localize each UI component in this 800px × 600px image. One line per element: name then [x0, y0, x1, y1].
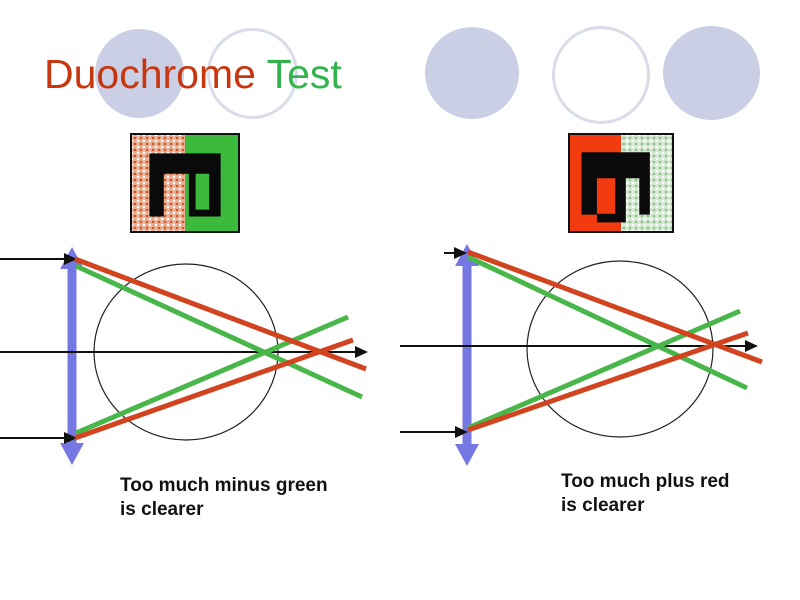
lens-arrowhead-down: [60, 443, 84, 465]
ray-diagram-left: [0, 247, 368, 465]
incoming-arrowhead-bottom: [64, 432, 77, 444]
decor-circle-filled-1: [95, 29, 184, 118]
duochrome-target-right: [568, 133, 674, 233]
axis-arrowhead: [745, 340, 758, 352]
decor-circle-filled-3: [663, 26, 760, 120]
incoming-arrowhead-top: [454, 247, 467, 259]
optotype-e-icon: [149, 153, 221, 217]
lens-arrowhead-down: [455, 444, 479, 466]
caption-right-line2: is clearer: [561, 495, 645, 516]
caption-right: Too much plus red is clearer: [561, 470, 730, 518]
green-ray-lower: [467, 308, 741, 431]
caption-left: Too much minus green is clearer: [120, 474, 328, 522]
title-word-test: Test: [266, 51, 342, 97]
green-ray-upper: [74, 263, 364, 400]
decor-circle-outlined-1: [207, 28, 298, 119]
axis-arrowhead: [355, 346, 368, 358]
red-ray-lower: [467, 330, 749, 433]
decor-circle-filled-2: [425, 27, 519, 119]
optotype-e-shape: [581, 152, 650, 223]
incoming-arrowhead-top: [64, 253, 77, 265]
red-ray-lower: [74, 337, 354, 441]
caption-right-line1: Too much plus red: [561, 471, 730, 492]
eye-circle: [526, 260, 714, 438]
caption-left-line1: Too much minus green: [120, 475, 328, 496]
optotype-e-icon: [581, 152, 650, 223]
duochrome-target-left: [130, 133, 240, 233]
ray-diagram-right: [400, 244, 763, 466]
optotype-e-shape: [149, 153, 221, 217]
green-ray-upper: [466, 254, 749, 391]
green-ray-lower: [75, 314, 349, 436]
caption-left-line2: is clearer: [120, 499, 204, 520]
title-word-duochrome: Duochrome: [44, 51, 256, 97]
target-right-green-half-blurred: [621, 135, 672, 231]
decor-circle-outlined-2: [552, 26, 650, 124]
incoming-arrowhead-bottom: [455, 426, 468, 438]
